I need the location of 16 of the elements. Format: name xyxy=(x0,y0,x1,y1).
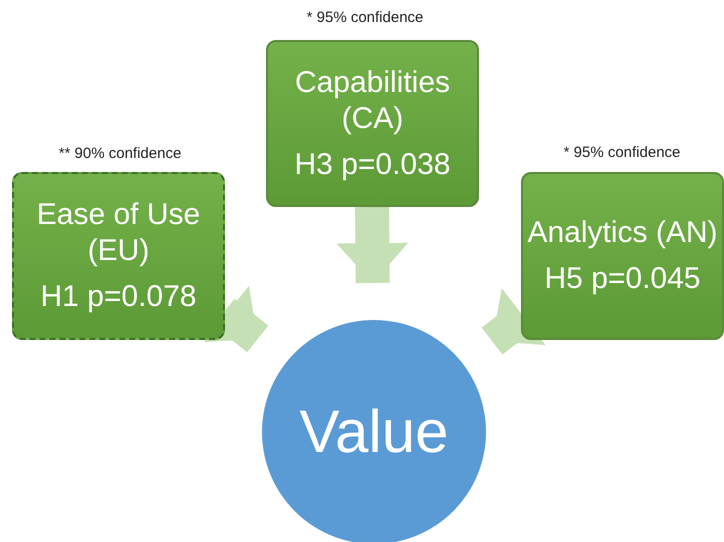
arrow xyxy=(336,206,408,284)
construct-label: Capabilities (CA) xyxy=(294,64,452,136)
construct-label: Analytics (AN) xyxy=(527,215,718,251)
p-value-text: H1 p=0.078 xyxy=(40,279,196,315)
confidence-note: ** 90% confidence xyxy=(58,145,182,162)
construct-label: Value xyxy=(299,397,448,467)
confidence-note: * 95% confidence xyxy=(564,144,680,161)
construct-box xyxy=(521,172,724,340)
confidence-note: * 95% confidence xyxy=(306,9,424,26)
construct-box xyxy=(12,172,225,340)
construct-label: Ease of Use (EU) xyxy=(36,197,202,269)
p-value-text: H5 p=0.045 xyxy=(544,261,700,297)
arrow xyxy=(204,286,268,352)
arrow xyxy=(482,288,546,355)
p-value-text: H3 p=0.038 xyxy=(294,146,450,182)
construct-box xyxy=(266,40,479,207)
